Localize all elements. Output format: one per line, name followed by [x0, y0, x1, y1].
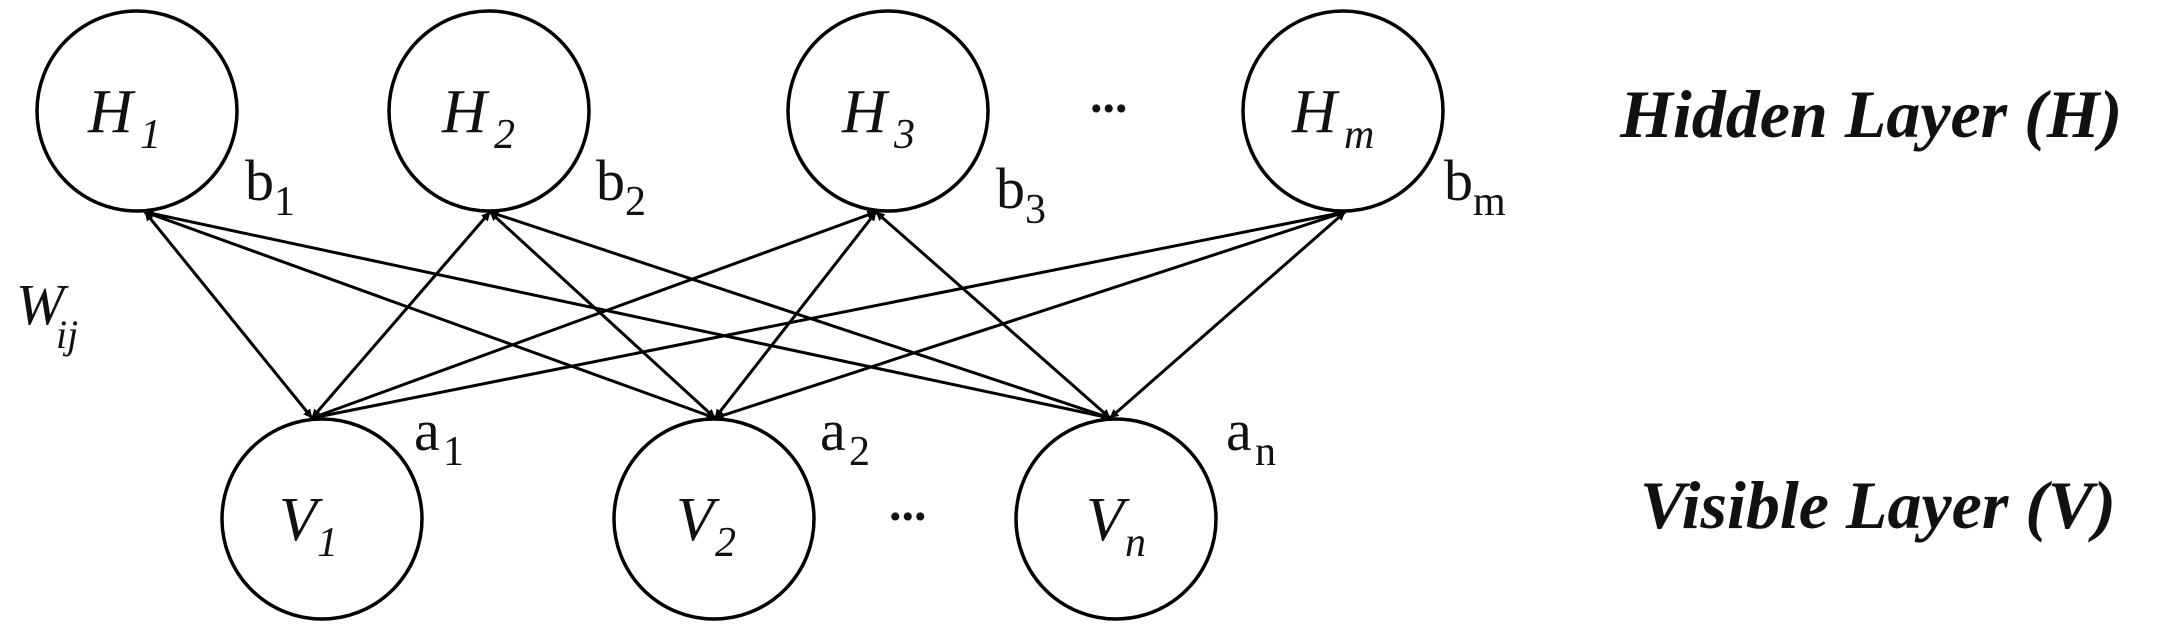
bias-subscript: 2 — [849, 429, 870, 475]
hidden-node-subscript: 3 — [893, 112, 915, 158]
bias-symbol: b — [996, 156, 1025, 221]
bias-label-a1: a 1 — [414, 398, 464, 475]
visible-node-subscript: 2 — [715, 520, 736, 566]
weight-edge-h4-v3 — [1109, 210, 1346, 420]
hidden-node-circle — [35, 9, 239, 213]
hidden-node-subscript: m — [1344, 112, 1374, 158]
weight-subscript: ij — [56, 312, 78, 357]
bias-label-an: a n — [1226, 398, 1276, 475]
bias-symbol: a — [820, 398, 846, 463]
bias-label-b3: b 3 — [996, 156, 1046, 233]
visible-ellipsis: ... — [889, 475, 927, 531]
bias-subscript: 1 — [274, 179, 295, 225]
weight-edge-h2-v2 — [488, 210, 717, 420]
weight-edge-h3-v1 — [311, 210, 877, 420]
bias-subscript: n — [1255, 429, 1276, 475]
bias-subscript: m — [1473, 179, 1506, 225]
bias-symbol: b — [245, 148, 274, 213]
hidden-node-circle — [387, 9, 591, 213]
hidden-node-h3: H 3 — [786, 9, 990, 213]
hidden-node-circle — [786, 9, 990, 213]
bias-subscript: 3 — [1025, 187, 1046, 233]
hidden-ellipsis: ... — [1090, 67, 1128, 123]
weight-label: W ij — [16, 272, 78, 357]
hidden-node-symbol: H — [841, 78, 890, 146]
bias-subscript: 1 — [443, 429, 464, 475]
connection-edges — [143, 209, 1346, 421]
hidden-layer-title: Hidden Layer (H) — [1619, 76, 2122, 152]
hidden-node-subscript: 2 — [494, 112, 515, 158]
hidden-node-symbol: H — [1291, 78, 1340, 146]
bias-subscript: 2 — [625, 179, 646, 225]
bias-label-b2: b 2 — [596, 148, 646, 225]
bias-symbol: b — [1444, 148, 1473, 213]
visible-node-vn: V n — [1014, 417, 1218, 621]
bias-symbol: a — [414, 398, 440, 463]
visible-node-subscript: 1 — [317, 520, 338, 566]
visible-node-v1: V 1 — [220, 417, 424, 621]
bias-symbol: a — [1226, 398, 1252, 463]
bias-label-b1: b 1 — [245, 148, 295, 225]
weight-edge-h2-v3 — [489, 210, 1111, 420]
hidden-node-circle — [1241, 9, 1445, 213]
bias-label-bm: b m — [1444, 148, 1506, 225]
weight-edge-h3-v3 — [875, 210, 1111, 420]
visible-node-symbol: V — [1086, 486, 1130, 554]
hidden-node-hm: H m — [1241, 9, 1445, 213]
weight-edge-h4-v1 — [311, 209, 1346, 421]
weight-symbol: W — [16, 272, 69, 337]
visible-node-v2: V 2 — [612, 417, 816, 621]
weight-edge-h4-v2 — [714, 210, 1346, 420]
visible-node-circle — [612, 417, 816, 621]
visible-node-symbol: V — [676, 486, 720, 554]
visible-layer-title: Visible Layer (V) — [1640, 467, 2116, 543]
hidden-node-h2: H 2 — [387, 9, 591, 213]
hidden-node-subscript: 1 — [140, 112, 161, 158]
hidden-node-symbol: H — [441, 78, 490, 146]
bias-label-a2: a 2 — [820, 398, 870, 475]
visible-node-subscript: n — [1125, 520, 1146, 566]
visible-node-circle — [220, 417, 424, 621]
bias-symbol: b — [596, 148, 625, 213]
visible-node-circle — [1014, 417, 1218, 621]
hidden-node-symbol: H — [87, 78, 136, 146]
hidden-node-h1: H 1 — [35, 9, 239, 213]
visible-node-symbol: V — [279, 486, 323, 554]
